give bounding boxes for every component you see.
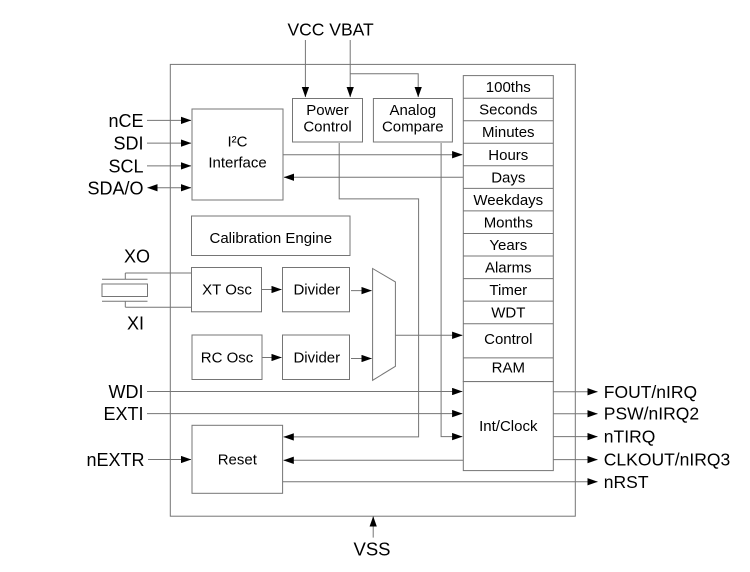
svg-text:FOUT/nIRQ: FOUT/nIRQ bbox=[604, 382, 697, 402]
svg-text:SDA/O: SDA/O bbox=[87, 178, 143, 198]
svg-text:SDI: SDI bbox=[113, 134, 143, 154]
svg-text:Months: Months bbox=[484, 214, 533, 231]
svg-text:Weekdays: Weekdays bbox=[473, 192, 543, 209]
svg-text:XO: XO bbox=[124, 247, 150, 267]
svg-text:PSW/nIRQ2: PSW/nIRQ2 bbox=[604, 404, 699, 424]
svg-text:Minutes: Minutes bbox=[482, 124, 535, 141]
svg-text:Control: Control bbox=[484, 331, 532, 348]
svg-text:CLKOUT/nIRQ3: CLKOUT/nIRQ3 bbox=[604, 450, 730, 470]
svg-text:Calibration Engine: Calibration Engine bbox=[210, 230, 333, 247]
svg-text:Hours: Hours bbox=[488, 147, 528, 164]
svg-text:Control: Control bbox=[303, 119, 351, 136]
svg-text:XT Osc: XT Osc bbox=[202, 282, 252, 299]
svg-text:nCE: nCE bbox=[108, 111, 143, 131]
svg-text:Reset: Reset bbox=[218, 452, 258, 469]
svg-text:RC Osc: RC Osc bbox=[201, 350, 254, 367]
svg-text:Compare: Compare bbox=[382, 119, 444, 136]
svg-text:Years: Years bbox=[489, 237, 527, 254]
svg-text:WDI: WDI bbox=[109, 382, 144, 402]
svg-text:XI: XI bbox=[127, 314, 144, 334]
svg-text:Divider: Divider bbox=[293, 350, 340, 367]
svg-text:VSS: VSS bbox=[353, 539, 390, 560]
svg-text:Divider: Divider bbox=[293, 282, 340, 299]
svg-text:Int/Clock: Int/Clock bbox=[479, 418, 538, 435]
svg-text:Power: Power bbox=[306, 102, 349, 119]
svg-text:EXTI: EXTI bbox=[103, 404, 143, 424]
svg-text:Seconds: Seconds bbox=[479, 102, 537, 119]
svg-text:Days: Days bbox=[491, 169, 525, 186]
svg-text:WDT: WDT bbox=[491, 305, 525, 322]
svg-text:VCC VBAT: VCC VBAT bbox=[288, 20, 375, 40]
svg-text:nEXTR: nEXTR bbox=[86, 450, 144, 470]
svg-text:I²C: I²C bbox=[228, 134, 248, 151]
svg-text:nTIRQ: nTIRQ bbox=[604, 427, 656, 447]
svg-text:Alarms: Alarms bbox=[485, 260, 532, 277]
svg-text:Timer: Timer bbox=[489, 282, 527, 299]
svg-text:Interface: Interface bbox=[208, 155, 266, 172]
svg-text:nRST: nRST bbox=[604, 472, 649, 492]
svg-text:RAM: RAM bbox=[492, 360, 525, 377]
svg-text:100ths: 100ths bbox=[486, 79, 531, 96]
svg-text:Analog: Analog bbox=[389, 102, 436, 119]
svg-text:SCL: SCL bbox=[108, 156, 143, 176]
